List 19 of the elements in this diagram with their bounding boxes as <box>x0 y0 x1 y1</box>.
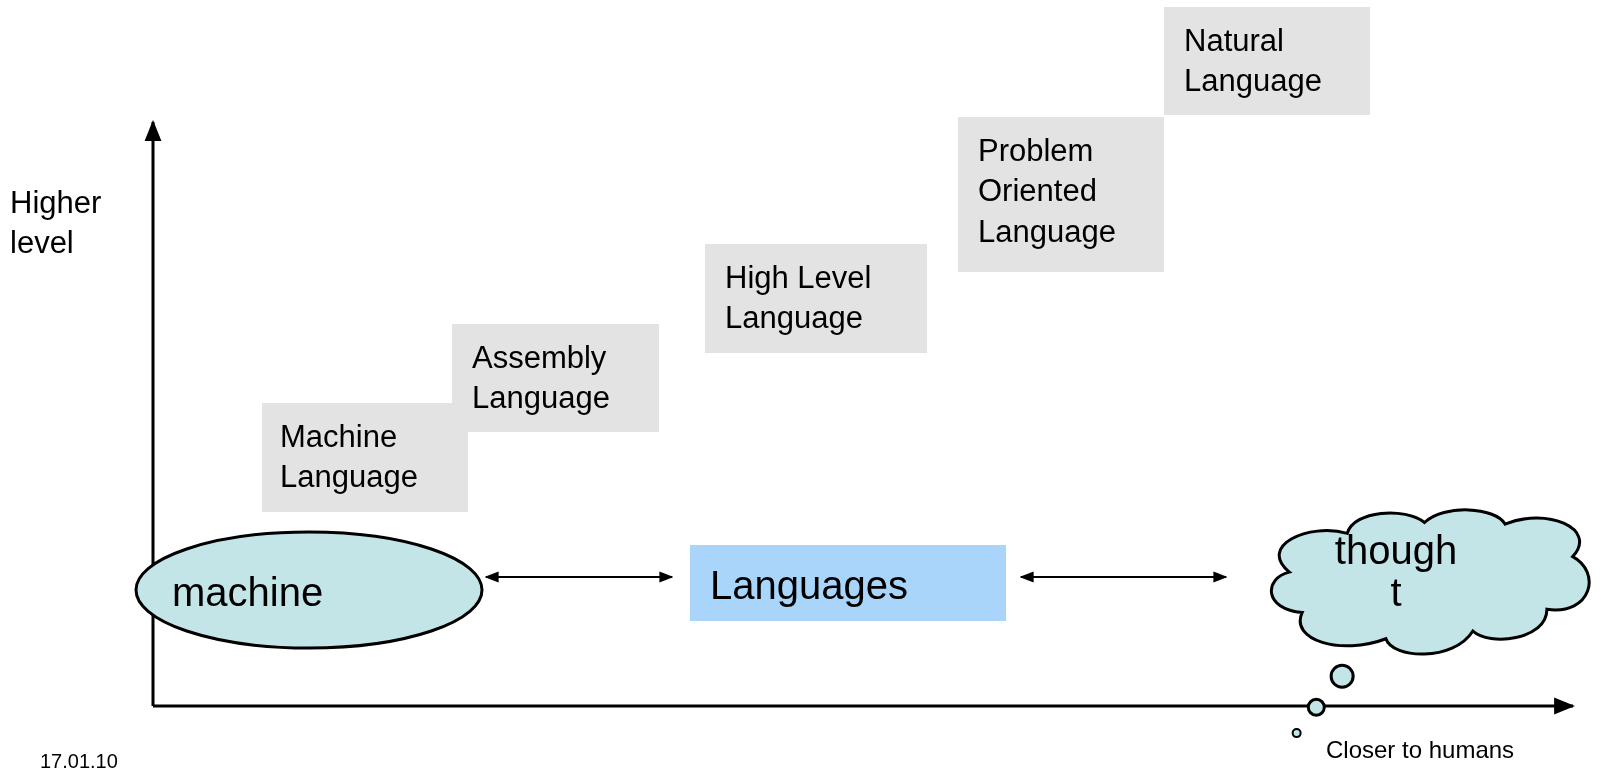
box-label: Assembly Language <box>472 339 611 418</box>
axis-label: Higher level <box>10 184 103 263</box>
double-arrow <box>484 571 674 583</box>
cloud-text: thought <box>1333 529 1459 613</box>
languages-box <box>690 545 1006 621</box>
language-box <box>1164 7 1370 115</box>
box-label: Natural Language <box>1184 22 1323 101</box>
language-box <box>452 324 659 432</box>
double-arrow <box>1019 571 1228 583</box>
language-box <box>262 403 468 512</box>
box-label: High Level Language <box>725 259 873 338</box>
language-box <box>958 117 1164 272</box>
box-label: Languages <box>710 562 908 609</box>
date-text: 17.01.10 <box>40 749 118 771</box>
box-label: Problem Oriented Language <box>978 132 1117 251</box>
axis-label: Closer to humans <box>1326 735 1515 765</box>
box-label: Machine Language <box>280 418 419 497</box>
language-box <box>705 244 927 353</box>
box-label: machine <box>172 569 324 616</box>
